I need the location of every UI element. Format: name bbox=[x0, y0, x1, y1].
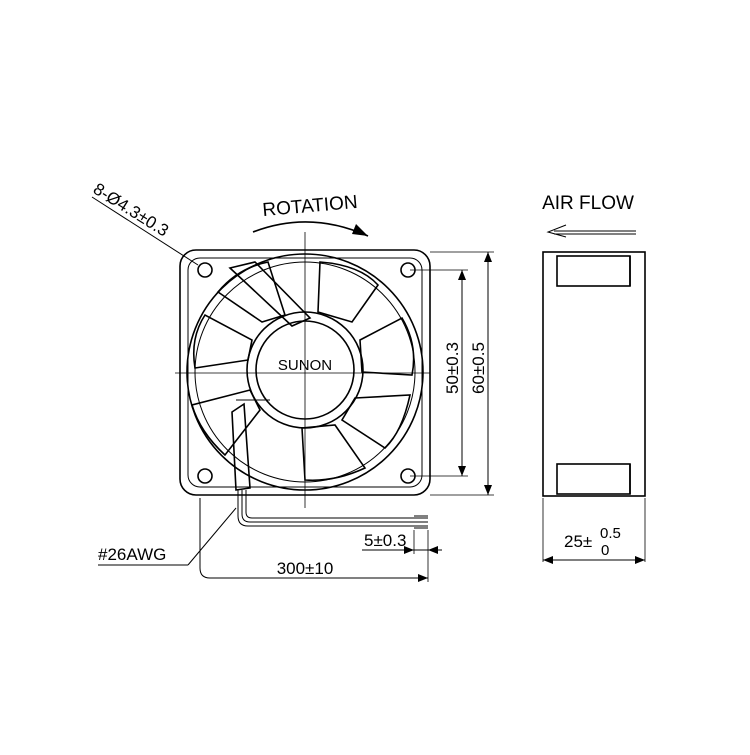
fan-blade bbox=[359, 316, 415, 376]
fan-blade bbox=[317, 261, 380, 323]
gauge-leader-diagonal bbox=[187, 507, 237, 566]
arrow-head bbox=[458, 270, 466, 280]
rotation-arc bbox=[252, 221, 369, 237]
hole-leader-line bbox=[91, 196, 199, 266]
arrow-head bbox=[418, 574, 428, 582]
brand-label: SUNON bbox=[278, 357, 332, 374]
side-frame bbox=[542, 251, 646, 497]
wire-channel bbox=[231, 402, 251, 491]
side-upper-flange bbox=[556, 255, 631, 287]
fan-blades bbox=[190, 261, 415, 482]
wire-gauge-callout: #26AWG bbox=[98, 507, 237, 566]
rotation-label: ROTATION bbox=[262, 192, 359, 221]
lead-wire bbox=[241, 490, 428, 523]
mounting-hole bbox=[197, 468, 213, 484]
thickness-upper-tolerance: 0.5 bbox=[600, 525, 621, 542]
side-view bbox=[542, 251, 646, 497]
dimension-50: 50±0.3 bbox=[410, 269, 468, 477]
lead-wire bbox=[245, 490, 428, 519]
lead-length-label: 300±10 bbox=[277, 559, 334, 578]
dimension-line bbox=[199, 498, 428, 579]
hole-spec-label: 8-Ø4.3±0.3 bbox=[90, 179, 172, 240]
fan-blade bbox=[340, 394, 412, 450]
front-view: SUNON bbox=[175, 232, 431, 508]
hole-callout: 8-Ø4.3±0.3 bbox=[90, 179, 199, 266]
mounting-hole bbox=[197, 262, 213, 278]
arrow-head bbox=[428, 546, 438, 554]
arrow-head bbox=[635, 556, 645, 564]
dimension-60: 60±0.5 bbox=[430, 251, 494, 496]
arrow-head bbox=[484, 485, 492, 495]
arrow-head bbox=[543, 556, 553, 564]
fan-blade bbox=[192, 313, 253, 369]
lead-wires bbox=[237, 490, 428, 529]
rotation-indicator: ROTATION bbox=[252, 192, 369, 237]
thickness-lower-tolerance: 0 bbox=[601, 542, 609, 559]
air-flow-indicator: AIR FLOW bbox=[542, 193, 636, 238]
outer-dimension-label: 60±0.5 bbox=[469, 342, 488, 394]
dimension-strip-length: 5±0.3 bbox=[362, 530, 442, 582]
fan-blade bbox=[216, 261, 287, 323]
support-strut bbox=[228, 261, 312, 327]
arrow-head bbox=[484, 252, 492, 262]
air-flow-arrow-head bbox=[546, 224, 567, 238]
fan-blade bbox=[190, 389, 261, 457]
rotation-arrow-head bbox=[352, 224, 368, 236]
side-lower-flange bbox=[556, 463, 631, 495]
arrow-head bbox=[458, 466, 466, 476]
arrow-head bbox=[404, 546, 414, 554]
air-flow-label: AIR FLOW bbox=[542, 193, 634, 214]
wire-gauge-label: #26AWG bbox=[98, 545, 166, 564]
dimension-thickness: 25± 0.5 0 bbox=[542, 498, 646, 564]
inner-dimension-label: 50±0.3 bbox=[443, 342, 462, 394]
strip-length-label: 5±0.3 bbox=[364, 531, 406, 550]
thickness-base-label: 25± bbox=[564, 532, 592, 551]
lead-wire bbox=[237, 490, 428, 527]
dimension-lead-length: 300±10 bbox=[199, 498, 428, 582]
fan-blade bbox=[301, 424, 367, 482]
